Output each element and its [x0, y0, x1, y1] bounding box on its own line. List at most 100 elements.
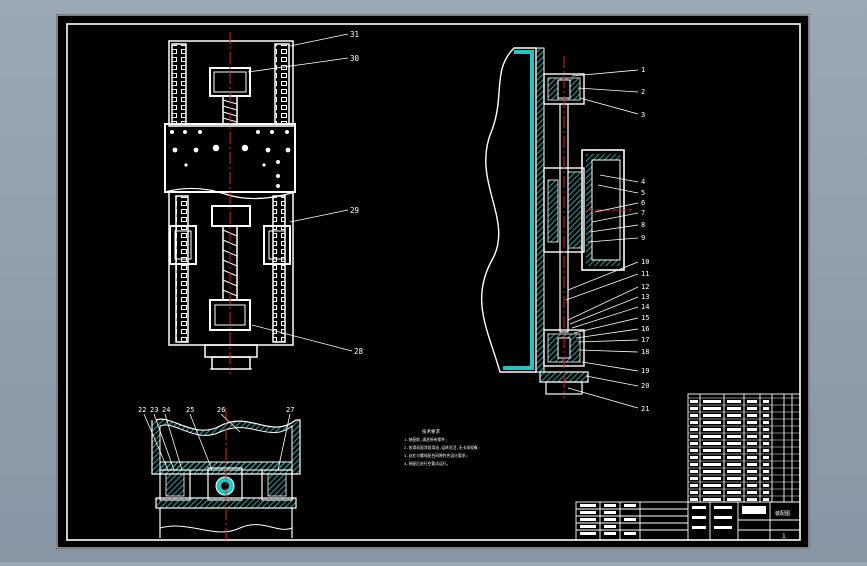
label-4: 4 [641, 178, 645, 186]
label-2: 2 [641, 88, 645, 96]
parts-cell-text [747, 428, 757, 431]
parts-cell-text [763, 428, 769, 431]
parts-cell-text [690, 470, 698, 473]
parts-cell-text [763, 470, 769, 473]
parts-cell-text [747, 435, 757, 438]
parts-cell-text [690, 400, 698, 403]
label-6: 6 [641, 199, 645, 207]
parts-cell-text [703, 477, 721, 480]
label-17: 17 [641, 336, 649, 344]
parts-cell-text [727, 491, 741, 494]
parts-rows [688, 397, 800, 501]
parts-cell-text [747, 498, 757, 501]
parts-cell-text [727, 484, 741, 487]
parts-cell-text [703, 470, 721, 473]
parts-cell-text [727, 400, 741, 403]
parts-cell-text [727, 414, 741, 417]
parts-cell-text [703, 428, 721, 431]
parts-cell-text [703, 498, 721, 501]
parts-cell-text [690, 435, 698, 438]
label-10: 10 [641, 258, 649, 266]
parts-cell-text [763, 484, 769, 487]
parts-cell-text [747, 449, 757, 452]
parts-cell-text [703, 463, 721, 466]
parts-cell-text [703, 456, 721, 459]
parts-cell-text [727, 449, 741, 452]
parts-cell-text [727, 498, 741, 501]
parts-cell-text [690, 449, 698, 452]
parts-cell-text [763, 414, 769, 417]
outer-frame [56, 14, 810, 549]
parts-cell-text [690, 407, 698, 410]
front-leaders [247, 33, 353, 352]
parts-cell-text [747, 414, 757, 417]
parts-cell-text [727, 470, 741, 473]
label-26: 26 [217, 406, 225, 414]
parts-cell-text [690, 428, 698, 431]
parts-cell-text [703, 400, 721, 403]
parts-cell-text [703, 449, 721, 452]
parts-cell-text [747, 477, 757, 480]
technical-notes: 技术要求 1.装配前,清洗所有零件; 2.各滑动面涂润滑油,运转灵活,无卡滞现象… [404, 428, 480, 466]
notes-line-2: 2.各滑动面涂润滑油,运转灵活,无卡滞现象; [404, 445, 480, 450]
parts-cell-text [727, 407, 741, 410]
parts-cell-text [690, 491, 698, 494]
parts-cell-text [703, 407, 721, 410]
parts-cell-text [763, 421, 769, 424]
label-7: 7 [641, 209, 645, 217]
label-24: 24 [162, 406, 170, 414]
parts-cell-text [747, 484, 757, 487]
label-16: 16 [641, 325, 649, 333]
label-11: 11 [641, 270, 649, 278]
parts-cell-text [763, 456, 769, 459]
label-9: 9 [641, 234, 645, 242]
parts-cell-text [690, 442, 698, 445]
parts-cell-text [727, 456, 741, 459]
label-13: 13 [641, 293, 649, 301]
label-21: 21 [641, 405, 649, 413]
label-31: 31 [350, 30, 359, 39]
parts-cell-text [703, 491, 721, 494]
parts-cell-text [763, 400, 769, 403]
parts-cell-text [703, 435, 721, 438]
parts-cell-text [727, 463, 741, 466]
parts-cell-text [747, 456, 757, 459]
parts-cell-text [747, 470, 757, 473]
parts-cell-text [690, 456, 698, 459]
label-27: 27 [286, 406, 294, 414]
label-28: 28 [354, 347, 364, 356]
label-3: 3 [641, 111, 645, 119]
parts-cell-text [763, 407, 769, 410]
parts-cell-text [703, 442, 721, 445]
parts-cell-text [763, 442, 769, 445]
parts-cell-text [763, 435, 769, 438]
parts-cell-text [763, 491, 769, 494]
label-12: 12 [641, 283, 649, 291]
parts-cell-text [727, 477, 741, 480]
label-19: 19 [641, 367, 649, 375]
parts-cell-text [763, 463, 769, 466]
parts-cell-text [690, 414, 698, 417]
parts-cell-text [763, 449, 769, 452]
parts-cell-text [747, 407, 757, 410]
label-8: 8 [641, 221, 645, 229]
parts-cell-text [690, 463, 698, 466]
label-22: 22 [138, 406, 146, 414]
label-23: 23 [150, 406, 158, 414]
title-block-drawing-number: 装配图 [775, 510, 790, 517]
parts-cell-text [747, 463, 757, 466]
parts-cell-text [747, 442, 757, 445]
bottom-leaders [143, 413, 291, 471]
title-block [575, 501, 801, 541]
label-29: 29 [350, 206, 359, 215]
title-block-sheet: 1 [782, 533, 786, 540]
notes-line-3: 3.丝杠与螺母配合间隙符合设计要求; [404, 453, 468, 458]
parts-cell-text [690, 484, 698, 487]
inner-frame [66, 23, 801, 541]
parts-cell-text [747, 421, 757, 424]
parts-cell-text [747, 400, 757, 403]
label-14: 14 [641, 303, 649, 311]
parts-cell-text [727, 442, 741, 445]
